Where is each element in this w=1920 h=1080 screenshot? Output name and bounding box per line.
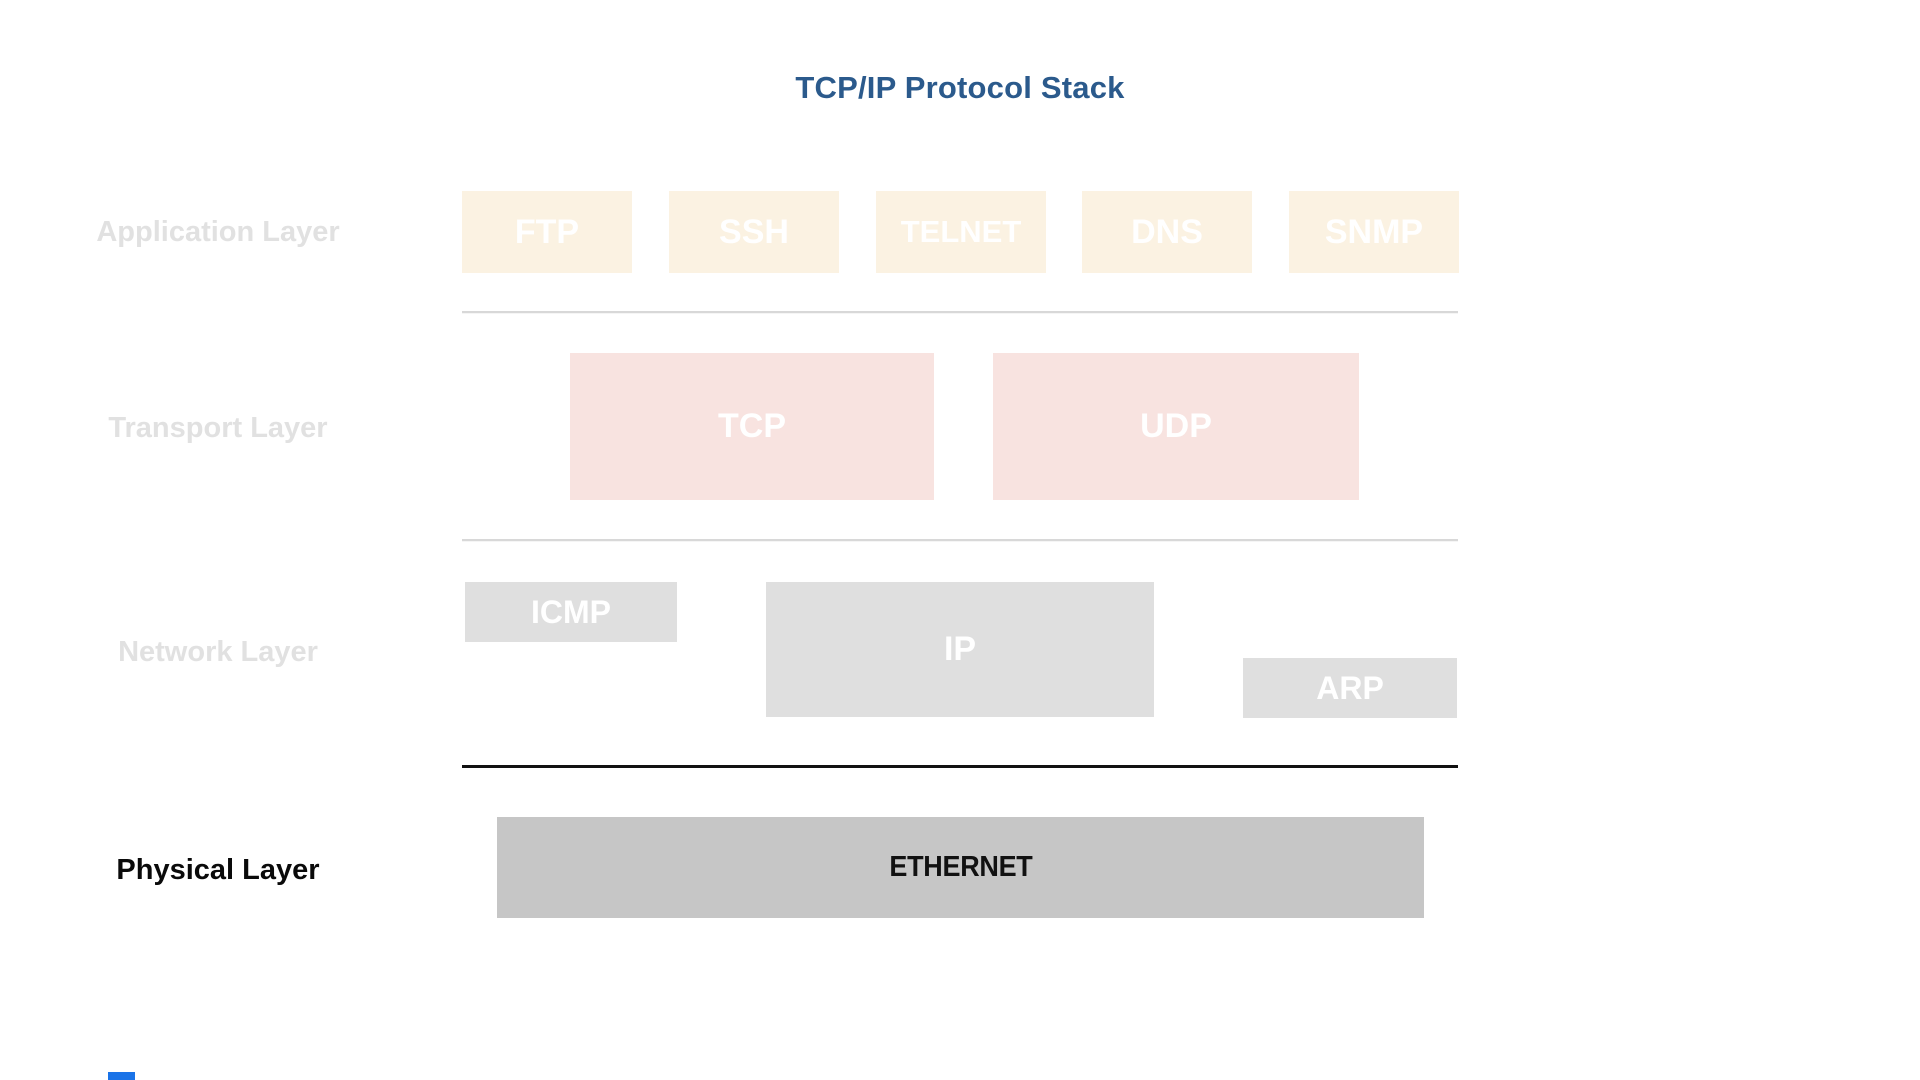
layer-label-application: Application Layer <box>96 215 340 248</box>
divider-application-transport <box>462 311 1458 313</box>
protocol-box-icmp: ICMP <box>465 582 677 642</box>
layer-label-transport: Transport Layer <box>108 411 328 444</box>
protocol-box-dns: DNS <box>1082 191 1252 273</box>
protocol-box-ssh: SSH <box>669 191 839 273</box>
blue-artifact <box>108 1072 135 1080</box>
diagram-title: TCP/IP Protocol Stack <box>795 70 1125 105</box>
protocol-box-tcp: TCP <box>570 353 934 500</box>
protocol-box-ip: IP <box>766 582 1154 717</box>
layer-label-network: Network Layer <box>118 635 318 668</box>
layer-label-physical: Physical Layer <box>116 853 320 886</box>
protocol-box-telnet: TELNET <box>876 191 1046 273</box>
protocol-box-arp: ARP <box>1243 658 1457 718</box>
divider-network-physical <box>462 765 1458 768</box>
ethernet-label: ETHERNET <box>888 851 1033 883</box>
protocol-box-ethernet: ETHERNET <box>497 817 1424 918</box>
divider-transport-network <box>462 539 1458 541</box>
protocol-box-ftp: FTP <box>462 191 632 273</box>
protocol-box-snmp: SNMP <box>1289 191 1459 273</box>
protocol-box-udp: UDP <box>993 353 1359 500</box>
